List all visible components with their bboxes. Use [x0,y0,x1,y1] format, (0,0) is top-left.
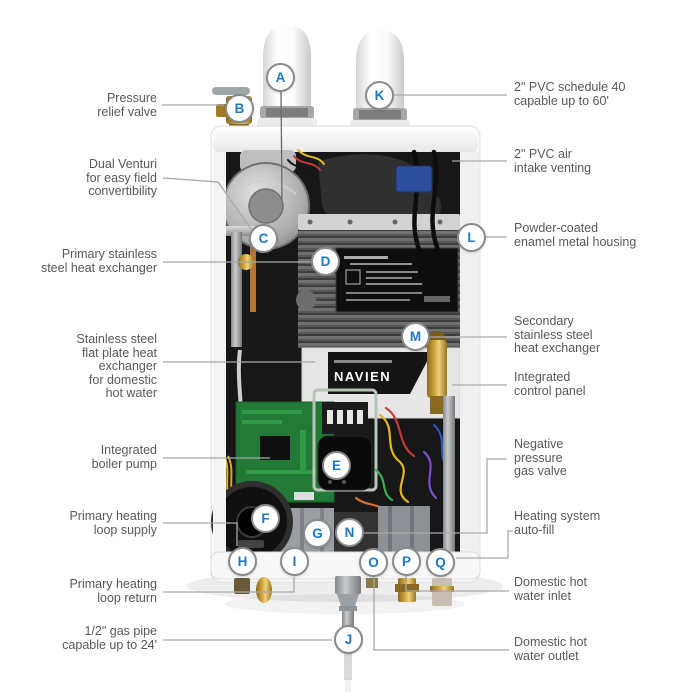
marker-p: P [392,547,421,576]
fan-wires [287,149,325,177]
label-negative-pressure-gas-valve: Negative pressure gas valve [514,437,567,478]
label-heating-loop-supply: Primary heating loop supply [69,509,157,537]
rating-data-plate [335,247,459,313]
leader-dhw-outlet [373,577,509,651]
gas-pipe [335,576,361,692]
marker-f: F [251,504,280,533]
marker-b: B [225,94,254,123]
label-dhw-inlet: Domestic hot water inlet [514,575,587,603]
label-dhw-outlet: Domestic hot water outlet [514,635,587,663]
label-heating-loop-return: Primary heating loop return [69,577,157,605]
label-pvc-schedule-40: 2" PVC schedule 40 capable up to 60' [514,80,626,108]
marker-l: L [457,223,486,252]
leader-loop-return [163,577,295,593]
power-cables [411,149,441,255]
dhw-brass-valve [427,331,447,414]
condensate-pipe [443,396,455,552]
label-secondary-heat-exchanger: Secondary stainless steel heat exchanger [514,314,601,355]
marker-m: M [401,322,430,351]
marker-i: I [280,547,309,576]
cabinet-top-cap [213,127,478,154]
brand-logo-text: NAVIEN [334,369,391,384]
label-pvc-air-intake: 2" PVC air intake venting [514,147,592,175]
marker-o: O [359,548,388,577]
cabinet-left-panel [213,152,226,554]
leader-lines [162,91,513,651]
label-primary-heat-exchanger: Primary stainless steel heat exchanger [40,247,157,275]
leader-auto-fill [456,530,513,559]
label-integrated-control-panel: Integrated control panel [514,370,586,398]
marker-n: N [335,518,364,547]
label-flat-plate-heat-exchanger: Stainless steel flat plate heat exchange… [76,332,157,400]
marker-h: H [228,547,257,576]
marker-a: A [266,63,295,92]
marker-q: Q [426,548,455,577]
marker-c: C [249,224,278,253]
label-dual-venturi: Dual Venturi for easy field convertibili… [86,157,157,198]
leader-gas-valve [363,458,507,534]
label-gas-pipe: 1/2" gas pipe capable up to 24' [62,624,157,652]
cabinet-right-panel [460,152,479,554]
leader-dual-venturi [162,177,252,230]
marker-e: E [322,451,351,480]
marker-g: G [303,519,332,548]
label-pressure-relief-valve: Pressure relief valve [97,91,157,119]
relay-module [395,165,433,193]
leader-loop-supply [163,522,238,546]
label-enamel-housing: Powder-coated enamel metal housing [514,221,637,249]
leader-dhw-inlet [405,576,509,592]
leader-marker-a [280,91,283,201]
marker-k: K [365,81,394,110]
label-integrated-boiler-pump: Integrated boiler pump [91,443,157,471]
marker-j: J [334,625,363,654]
bottom-fittings [234,577,454,606]
label-heating-system-auto-fill: Heating system auto-fill [514,509,601,537]
marker-d: D [311,247,340,276]
